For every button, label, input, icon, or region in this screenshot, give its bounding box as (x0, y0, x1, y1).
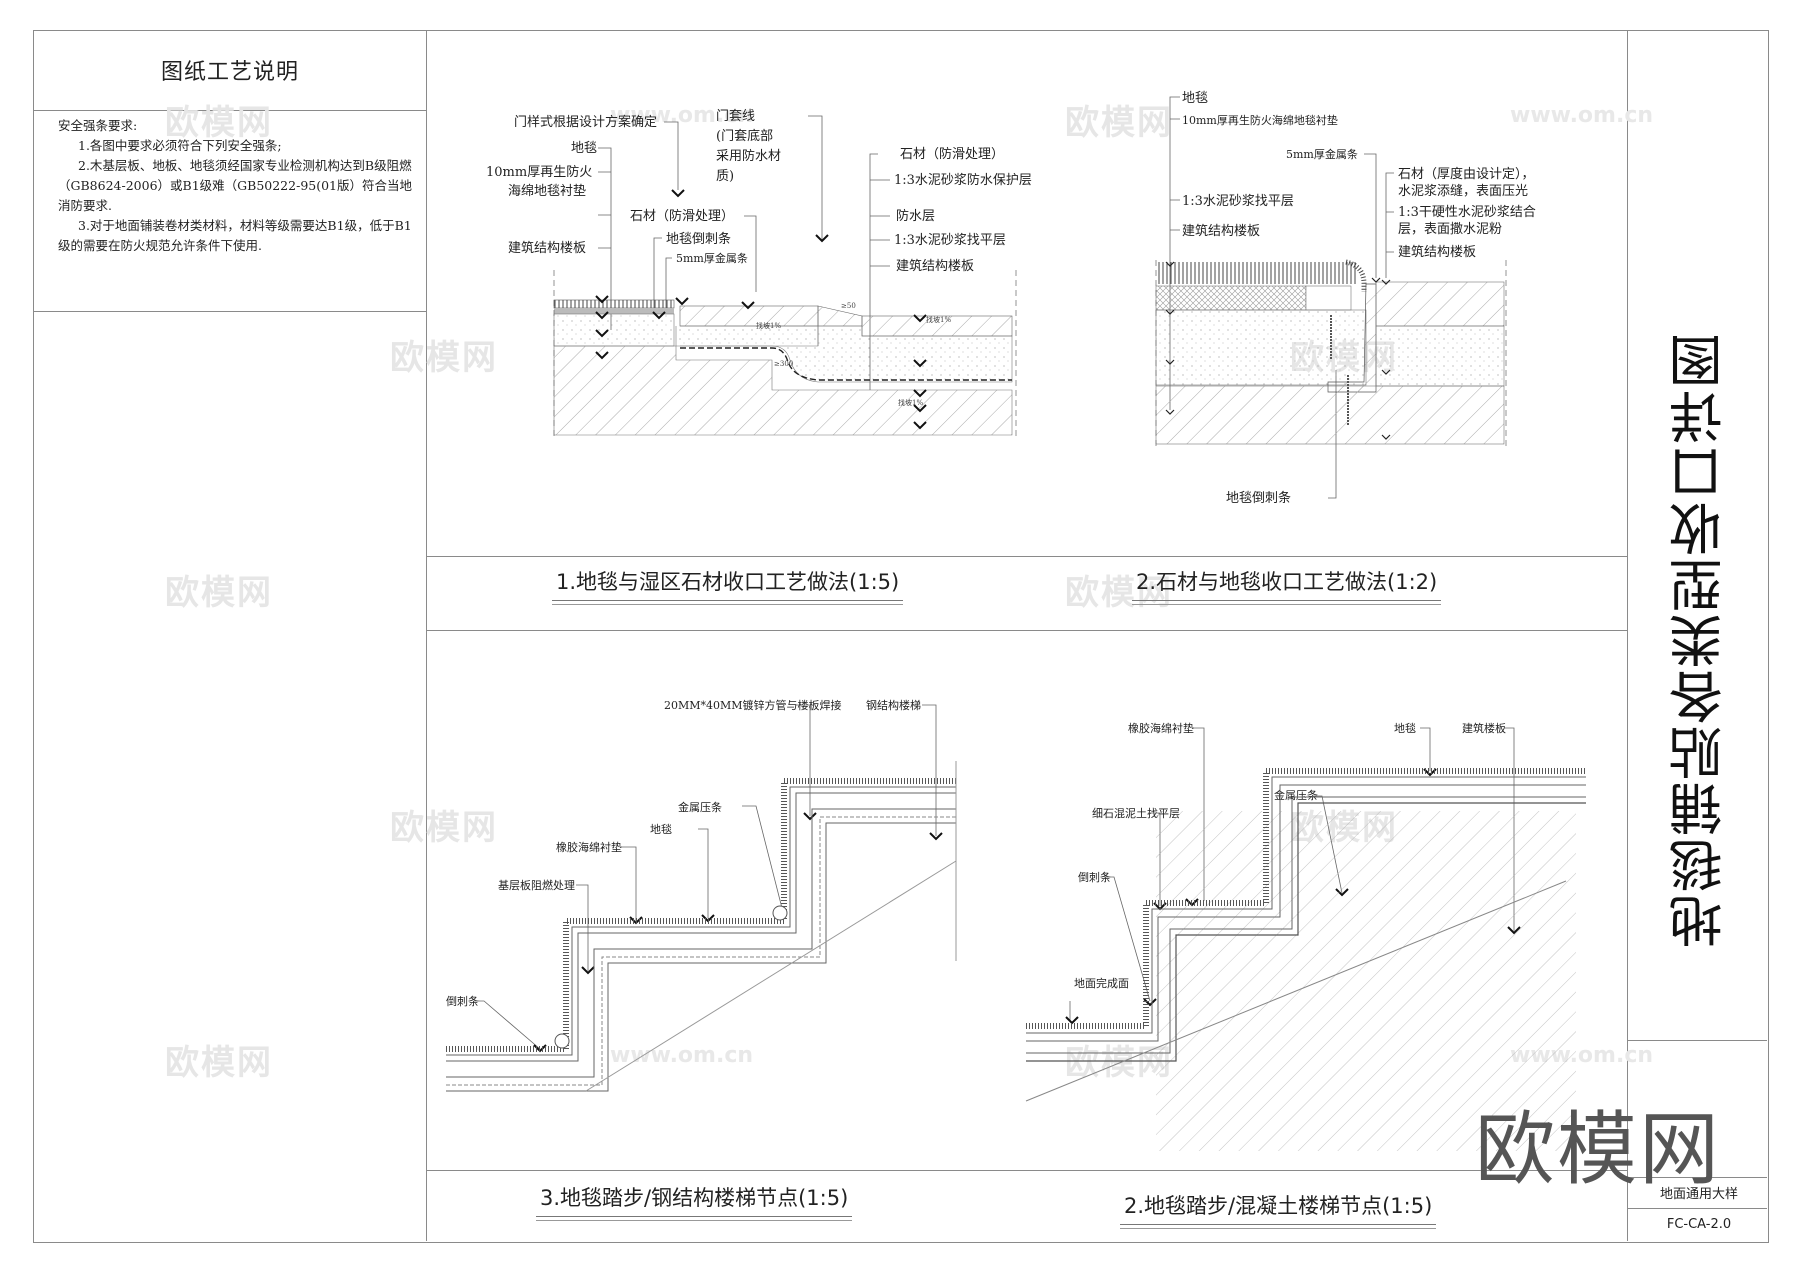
label-door-trim: 门套线 (716, 108, 755, 124)
label-carpet: 地毯 (1394, 721, 1416, 735)
detail2-labels: 地毯 10mm厚再生防火海绵地毯衬垫 5mm厚金属条 1:3水泥砂浆找平层 建筑… (1169, 91, 1536, 506)
sheet-code: FC-CA-2.0 (1666, 1216, 1732, 1232)
drawing-border (33, 30, 1769, 1243)
label-steel-stair: 钢结构楼梯 (866, 698, 921, 712)
slope-label: 找坡1% (898, 398, 923, 407)
label-mortar-2: 层，表面撒水泥粉 (1398, 221, 1502, 237)
detail2-drawing: 地毯 10mm厚再生防火海绵地毯衬垫 5mm厚金属条 1:3水泥砂浆找平层 建筑… (1155, 91, 1536, 506)
label-screed: 1:3水泥砂浆找平层 (894, 233, 1006, 248)
label-mortar-1: 1:3干硬性水泥砂浆结合 (1398, 205, 1536, 220)
detail4-drawing: 橡胶海绵衬垫 地毯 建筑楼板 金属压条 细石混泥土找平层 倒刺条 地面完成面 (1025, 721, 1586, 1151)
detail3-drawing: 20MM*40MM镀锌方管与楼板焊接 钢结构楼梯 金属压条 地毯 橡胶海绵衬垫 … (446, 698, 957, 1092)
detail3-labels: 20MM*40MM镀锌方管与楼板焊接 钢结构楼梯 金属压条 地毯 橡胶海绵衬垫 … (446, 698, 943, 1053)
label-stone-right: 石材（防滑处理） (900, 146, 1004, 162)
label-gripper: 倒刺条 (446, 994, 479, 1008)
notes-item: 3.对于地面铺装卷材类材料，材料等级需要达B1级，低于B1级的需要在防火规范允许… (58, 218, 412, 253)
detail1-drawing: 门样式根据设计方案确定 地毯 10mm厚再生防火 海绵地毯衬垫 建筑结构楼板 门… (486, 108, 1032, 440)
label-gripper: 地毯倒刺条 (666, 231, 731, 247)
detail4-section (1025, 768, 1586, 1151)
label-stone-1: 石材（厚度由设计定）， (1398, 166, 1535, 182)
detail3-caption: 3.地毯踏步/钢结构楼梯节点(1:5) (536, 1182, 853, 1221)
brand-watermark: 欧模网 (1475, 1103, 1721, 1196)
label-slab: 建筑结构楼板 (508, 240, 586, 256)
label-steel-tube: 20MM*40MM镀锌方管与楼板焊接 (664, 698, 842, 712)
label-stone-2: 水泥浆添缝，表面压光 (1398, 184, 1528, 199)
row2-caption-top (426, 1170, 1627, 1171)
titleblock-divider (1627, 30, 1628, 1241)
detail1-labels-left: 门样式根据设计方案确定 地毯 10mm厚再生防火 海绵地毯衬垫 建筑结构楼板 (486, 114, 679, 330)
slope-label: 找坡1% (926, 315, 951, 324)
label-underlay-1: 10mm厚再生防火 (486, 164, 592, 180)
label-carpet: 地毯 (571, 141, 597, 156)
detail3-section (446, 761, 957, 1092)
notes-title: 图纸工艺说明 (160, 60, 299, 85)
label-metal-trim: 金属压条 (678, 800, 722, 814)
label-metal-strip: 5mm厚金属条 (676, 251, 748, 265)
label-carpet: 地毯 (650, 822, 672, 836)
notes-body: 安全强条要求: 1.各图中要求必须符合下列安全强条; 2.木基层板、地板、地毯须… (58, 116, 418, 256)
label-slab-right: 建筑结构楼板 (1398, 244, 1476, 260)
detail1-labels-mid: 门套线 (门套底部 采用防水材 质) 石材（防滑处理） 地毯倒刺条 5mm厚金属… (630, 108, 829, 310)
notes-item: 1.各图中要求必须符合下列安全强条; (78, 138, 282, 153)
dim-300: ≥300 (774, 360, 793, 368)
label-rubber-underlay: 橡胶海绵衬垫 (1128, 721, 1194, 735)
titleblock-rule-1 (1627, 1040, 1767, 1041)
titleblock-rule-3 (1627, 1208, 1767, 1209)
label-slab: 建筑结构楼板 (1182, 223, 1260, 239)
label-carpet: 地毯 (1182, 91, 1208, 106)
detail1-caption: 1.地毯与湿区石材收口工艺做法(1:5) (552, 566, 904, 605)
notes-divider (426, 30, 427, 1241)
label-rubber-underlay: 橡胶海绵衬垫 (556, 840, 622, 854)
label-door-trim-2: (门套底部 (716, 128, 773, 144)
label-floor-slab: 建筑楼板 (1462, 721, 1506, 735)
notes-heading: 安全强条要求: (58, 118, 138, 133)
label-underlay: 10mm厚再生防火海绵地毯衬垫 (1182, 113, 1338, 127)
label-metal-strip: 5mm厚金属条 (1286, 147, 1358, 161)
notes-title-rule (33, 110, 426, 111)
dim-50: ≥50 (841, 302, 856, 310)
label-slab-right: 建筑结构楼板 (896, 258, 974, 274)
label-door-trim-3: 采用防水材 (716, 148, 781, 164)
label-door-trim-4: 质) (716, 169, 734, 184)
label-screed: 1:3水泥砂浆找平层 (1182, 194, 1294, 209)
slope-label: 找坡1% (756, 321, 781, 330)
titleblock-rule-2 (1627, 1177, 1767, 1178)
label-metal-trim: 金属压条 (1274, 788, 1318, 802)
row1-caption-bottom (426, 630, 1627, 631)
detail4-caption: 2.地毯踏步/混凝土楼梯节点(1:5) (1120, 1190, 1437, 1229)
sheet-title: 地毯铺贴各类型收口详图 (1660, 320, 1740, 960)
detail1-labels-right: 石材（防滑处理） 1:3水泥砂浆防水保护层 防水层 1:3水泥砂浆找平层 建筑结… (869, 146, 1032, 390)
detail1-section: 找坡1% ≥50 ≥300 找坡1% 找坡1% (553, 270, 1017, 440)
label-door-style: 门样式根据设计方案确定 (514, 114, 657, 130)
label-waterproof-protect: 1:3水泥砂浆防水保护层 (894, 172, 1032, 188)
label-underlay-2: 海绵地毯衬垫 (508, 183, 586, 199)
notes-item: 2.木基层板、地板、地毯须经国家专业检测机构达到B级阻燃（GB8624-2006… (58, 158, 413, 213)
label-waterproof: 防水层 (896, 208, 935, 224)
sheet-name: 地面通用大样 (1659, 1186, 1738, 1202)
label-finish-floor: 地面完成面 (1074, 976, 1129, 990)
label-stone-mid: 石材（防滑处理） (630, 208, 734, 224)
sheet-title-text: 地毯铺贴各类型收口详图 (1668, 332, 1732, 948)
detail2-caption: 2.石材与地毯收口工艺做法(1:2) (1132, 566, 1442, 605)
detail2-section (1155, 259, 1507, 448)
notes-bottom-rule (33, 311, 426, 312)
row1-caption-top (426, 556, 1627, 557)
label-base-board: 基层板阻燃处理 (498, 878, 575, 892)
label-gripper: 地毯倒刺条 (1226, 490, 1291, 506)
label-gripper: 倒刺条 (1078, 870, 1111, 884)
